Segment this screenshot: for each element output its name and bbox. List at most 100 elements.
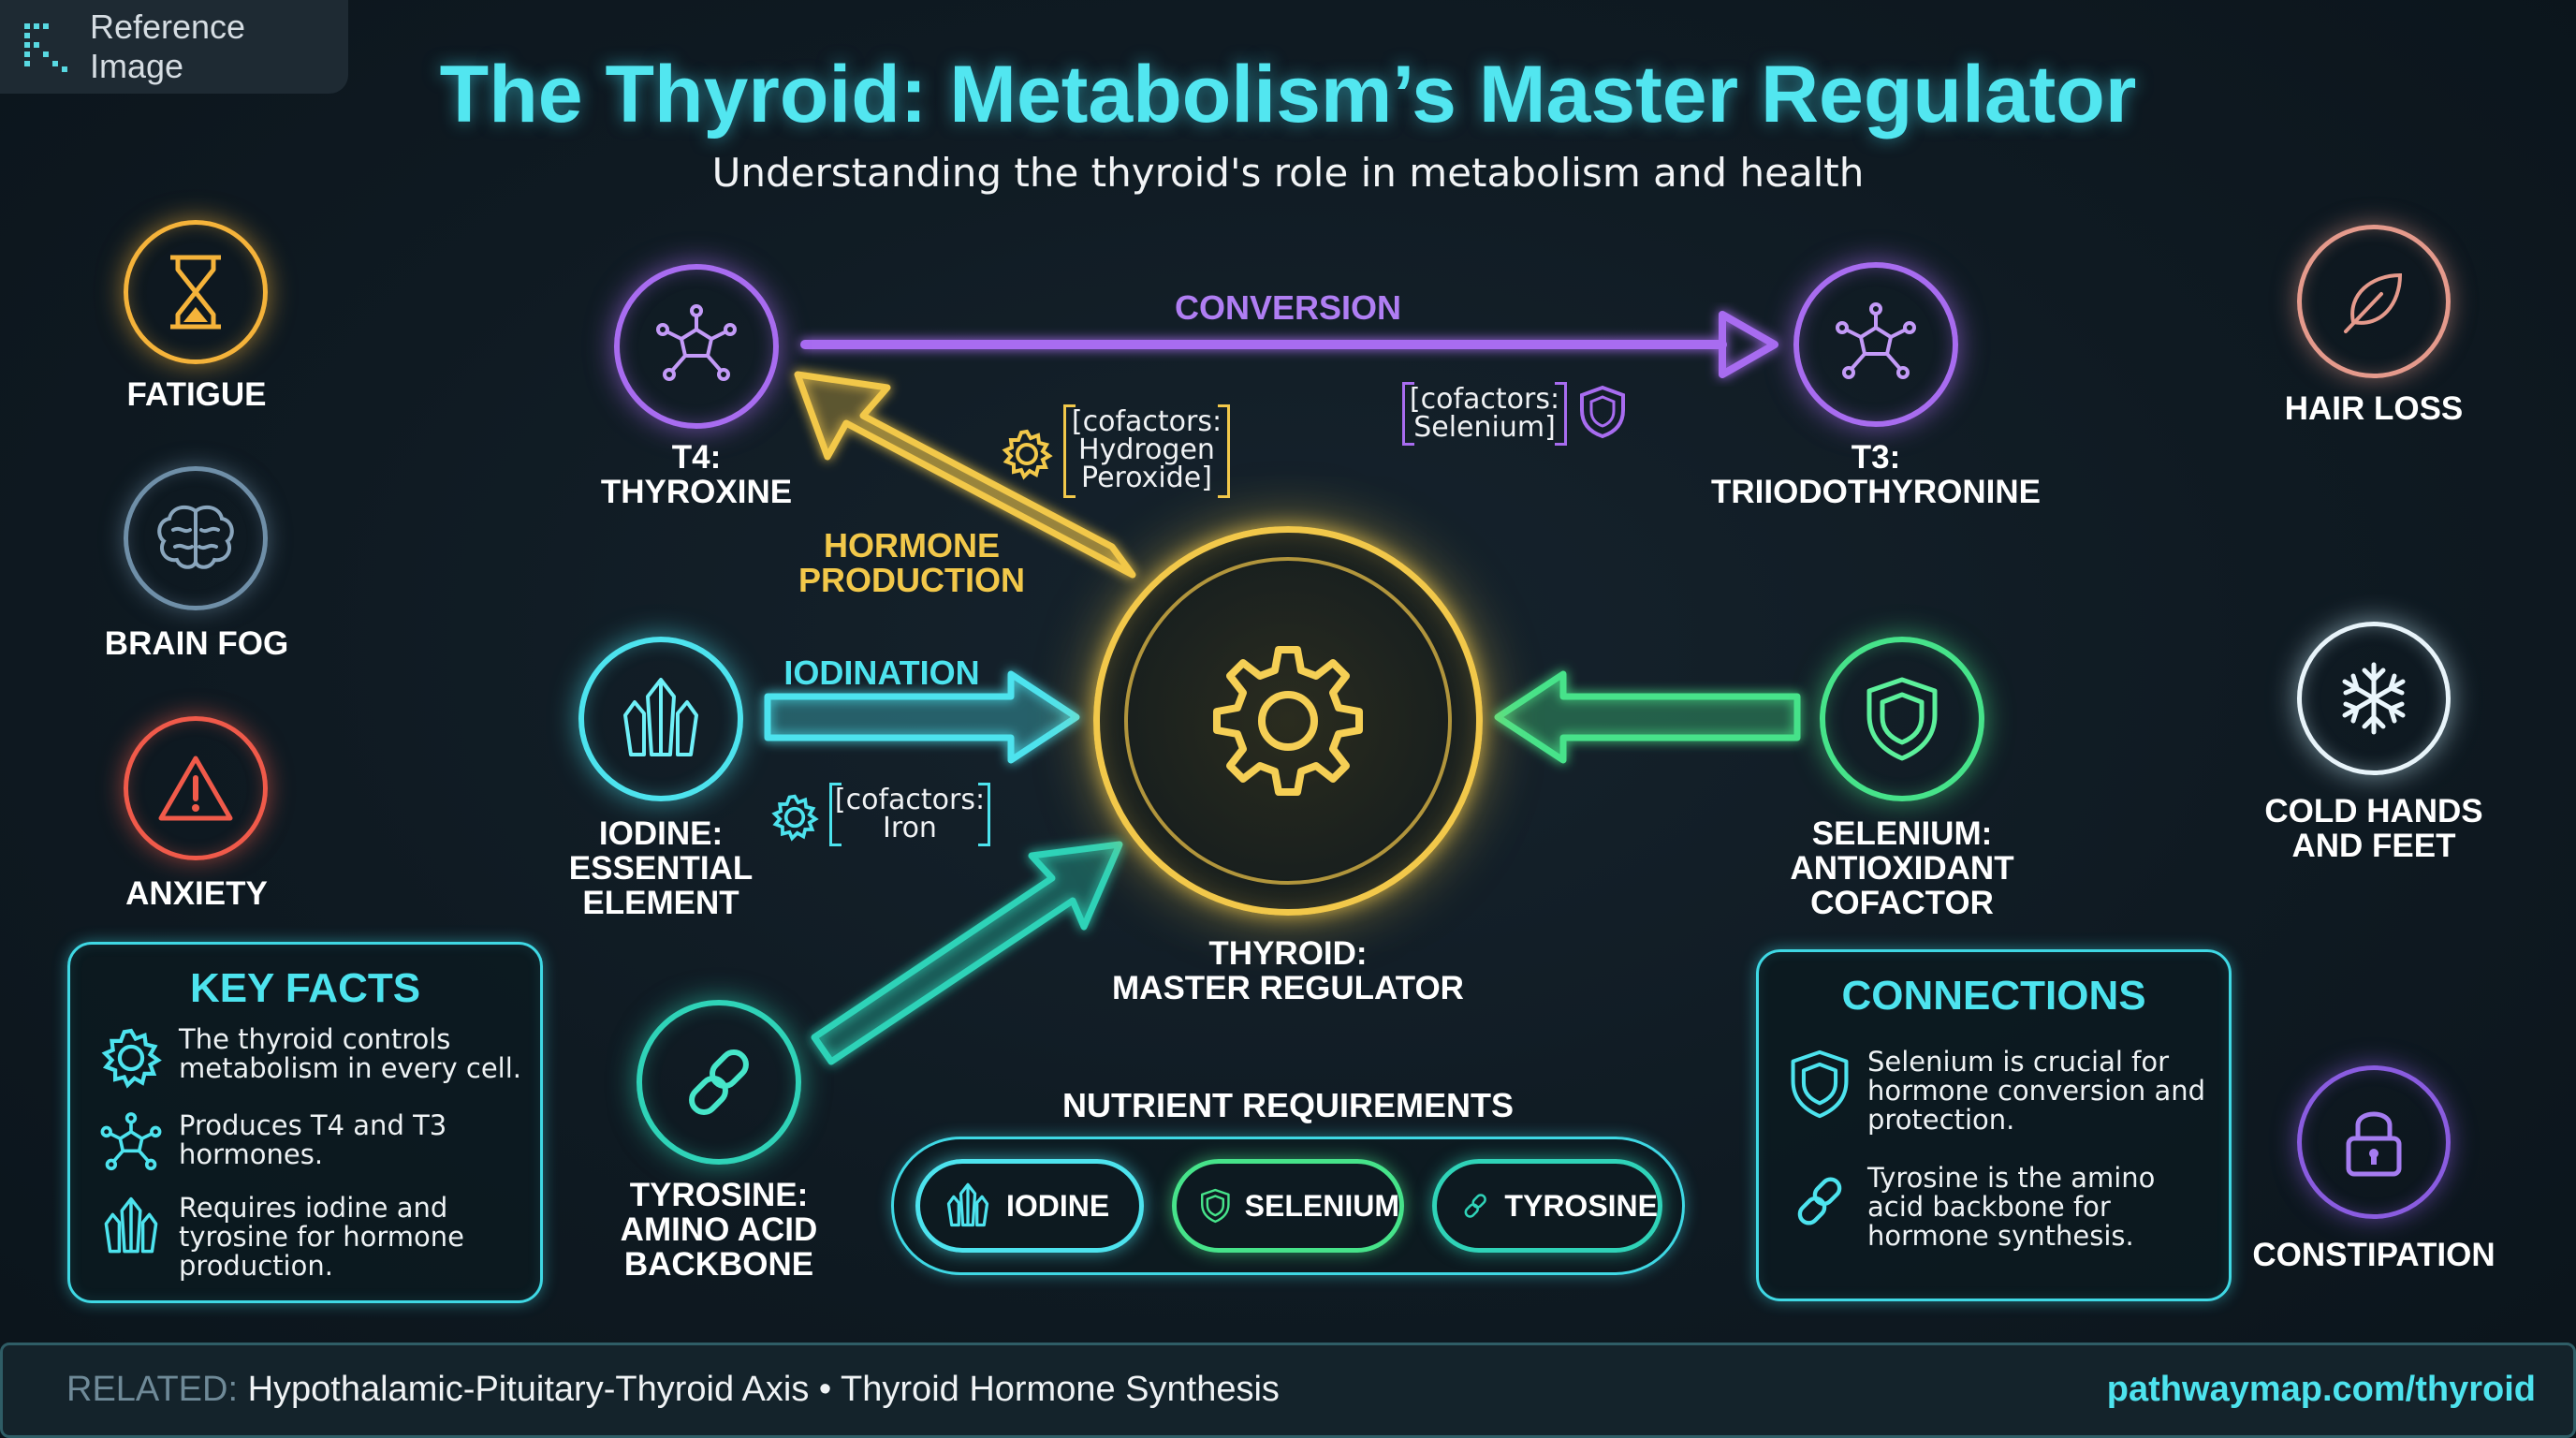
thyroid-label-2: MASTER REGULATOR bbox=[1112, 970, 1464, 1006]
fact-line: tyrosine for hormone bbox=[179, 1221, 465, 1253]
related-links: RELATED: Hypothalamic-Pituitary-Thyroid … bbox=[66, 1370, 1280, 1410]
cofactor-line-1: [cofactors: bbox=[834, 784, 986, 816]
selenium-cofactor-note: [cofactors: Selenium] bbox=[1402, 382, 1567, 446]
molecule-icon bbox=[656, 304, 737, 381]
cold-hands-label-2: AND FEET bbox=[2291, 828, 2456, 864]
connection-line: hormone conversion and bbox=[1867, 1075, 2206, 1107]
molecule-icon bbox=[100, 1112, 162, 1171]
crystal-icon bbox=[946, 1182, 989, 1227]
cofactor-line-1: [cofactors: bbox=[1071, 405, 1222, 438]
selenium-arrow bbox=[1494, 670, 1801, 764]
iron-cofactor-note: [cofactors: Iron bbox=[829, 783, 990, 846]
cofactor-line-2: Iron bbox=[883, 812, 937, 844]
fact-line: hormones. bbox=[179, 1138, 324, 1170]
fact-line: The thyroid controls bbox=[179, 1023, 451, 1055]
thyroid-master-node[interactable] bbox=[1093, 526, 1483, 916]
chain-link-icon bbox=[1464, 1194, 1486, 1218]
footer-bar: RELATED: Hypothalamic-Pituitary-Thyroid … bbox=[0, 1343, 2576, 1438]
hydrogen-peroxide-cofactor-note: [cofactors: Hydrogen Peroxide] bbox=[1063, 404, 1230, 498]
gear-icon bbox=[771, 794, 819, 842]
selenium-node[interactable] bbox=[1820, 637, 1984, 801]
key-fact-2: Produces T4 and T3 hormones. bbox=[98, 1111, 446, 1177]
brain-fog-node[interactable] bbox=[124, 466, 268, 610]
tyrosine-label-1: TYROSINE: bbox=[629, 1177, 809, 1213]
brain-icon bbox=[157, 505, 234, 569]
gear-icon bbox=[101, 1028, 162, 1089]
chain-link-icon bbox=[1797, 1177, 1842, 1225]
selenium-label-1: SELENIUM: bbox=[1811, 815, 1993, 852]
iodine-label-1: IODINE: bbox=[598, 815, 724, 852]
cofactor-line-2: Selenium] bbox=[1413, 411, 1556, 444]
t3-label-1: T3: bbox=[1851, 439, 1901, 476]
connection-line: acid backbone for bbox=[1867, 1191, 2111, 1223]
page-title: The Thyroid: Metabolism’s Master Regulat… bbox=[439, 50, 2137, 139]
iodine-pill[interactable]: IODINE bbox=[915, 1159, 1144, 1253]
t4-label-2: THYROXINE bbox=[600, 474, 793, 510]
gear-icon bbox=[1213, 646, 1363, 796]
thyroid-label-1: THYROID: bbox=[1208, 935, 1368, 972]
hormone-production-arrow bbox=[794, 371, 1136, 579]
shield-icon bbox=[1580, 385, 1625, 439]
hormone-production-label-2: PRODUCTION bbox=[798, 561, 1025, 599]
related-text[interactable]: Hypothalamic-Pituitary-Thyroid Axis • Th… bbox=[247, 1370, 1280, 1409]
shield-icon bbox=[1791, 1049, 1849, 1119]
warning-icon bbox=[158, 756, 233, 821]
shield-icon bbox=[1866, 677, 1938, 761]
cold-hands-node[interactable] bbox=[2297, 622, 2451, 775]
source-url-link[interactable]: pathwaymap.com/thyroid bbox=[2106, 1370, 2536, 1409]
lock-icon bbox=[2346, 1111, 2402, 1177]
key-fact-1: The thyroid controls metabolism in every… bbox=[98, 1025, 521, 1091]
fact-line: Requires iodine and bbox=[179, 1192, 448, 1224]
tyrosine-pill-label: TYROSINE bbox=[1504, 1188, 1658, 1223]
selenium-label-2: ANTIOXIDANT bbox=[1790, 850, 2014, 887]
cofactor-line-3: Peroxide] bbox=[1081, 462, 1212, 494]
thyroid-inner-ring bbox=[1124, 557, 1452, 885]
selenium-pill-label: SELENIUM bbox=[1244, 1188, 1399, 1223]
key-facts-title: KEY FACTS bbox=[189, 965, 421, 1011]
crystal-icon bbox=[104, 1196, 158, 1254]
conversion-label: CONVERSION bbox=[1174, 288, 1402, 327]
related-label: RELATED: bbox=[66, 1370, 239, 1409]
fact-line: production. bbox=[179, 1250, 333, 1282]
connection-2: Tyrosine is the amino acid backbone for … bbox=[1787, 1164, 2155, 1251]
selenium-pill[interactable]: SELENIUM bbox=[1172, 1159, 1404, 1253]
network-logo-icon bbox=[23, 23, 67, 72]
reference-image-badge: Reference Image bbox=[0, 0, 348, 94]
shield-icon bbox=[1201, 1188, 1230, 1224]
nutrient-requirements-title: NUTRIENT REQUIREMENTS bbox=[1061, 1086, 1514, 1124]
cofactor-line-2: Hydrogen bbox=[1078, 433, 1215, 466]
fatigue-label: FATIGUE bbox=[126, 376, 267, 413]
connection-line: protection. bbox=[1867, 1104, 2015, 1136]
connection-line: Selenium is crucial for bbox=[1867, 1046, 2169, 1078]
cofactor-line-1: [cofactors: bbox=[1409, 383, 1560, 416]
t4-label-1: T4: bbox=[671, 439, 722, 476]
molecule-icon bbox=[1836, 302, 1916, 379]
hormone-production-label-1: HORMONE bbox=[824, 526, 1000, 565]
connection-line: hormone synthesis. bbox=[1867, 1220, 2134, 1252]
crystal-icon bbox=[623, 678, 698, 756]
key-facts-panel: KEY FACTS The thyroid controls metabolis… bbox=[67, 942, 543, 1303]
tyrosine-arrow bbox=[811, 841, 1123, 1065]
reference-image-label: Reference Image bbox=[89, 7, 246, 85]
connections-panel: CONNECTIONS Selenium is crucial for horm… bbox=[1756, 949, 2232, 1301]
tyrosine-pill[interactable]: TYROSINE bbox=[1432, 1159, 1662, 1253]
iodination-label: IODINATION bbox=[783, 653, 980, 692]
anxiety-label: ANXIETY bbox=[125, 875, 268, 912]
iodination-arrow bbox=[764, 670, 1080, 764]
gear-icon bbox=[1002, 429, 1053, 480]
hourglass-icon bbox=[170, 255, 221, 330]
t4-node[interactable] bbox=[614, 264, 779, 429]
tyrosine-label-2: AMINO ACID bbox=[620, 1211, 818, 1248]
constipation-node[interactable] bbox=[2297, 1065, 2451, 1219]
tyrosine-label-3: BACKBONE bbox=[623, 1246, 814, 1283]
hair-loss-node[interactable] bbox=[2297, 225, 2451, 378]
tyrosine-node[interactable] bbox=[637, 1000, 801, 1165]
t3-node[interactable] bbox=[1793, 262, 1958, 427]
fatigue-node[interactable] bbox=[124, 220, 268, 364]
connection-line: Tyrosine is the amino bbox=[1867, 1162, 2156, 1194]
iodine-node[interactable] bbox=[578, 637, 743, 801]
anxiety-node[interactable] bbox=[124, 716, 268, 860]
fact-line: metabolism in every cell. bbox=[179, 1052, 521, 1084]
cold-hands-label-1: COLD HANDS bbox=[2264, 793, 2483, 829]
